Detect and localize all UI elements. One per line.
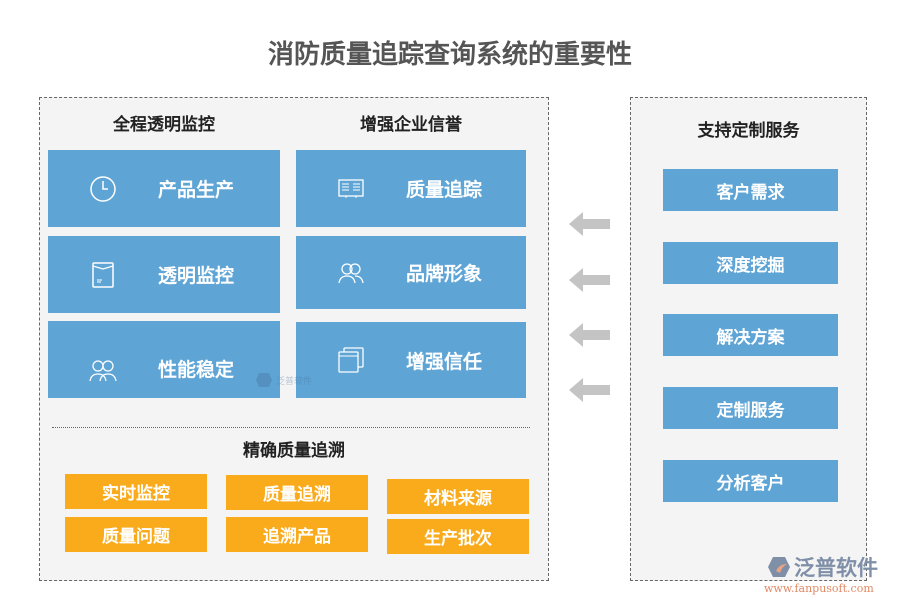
- card-label: 品牌形象: [406, 263, 483, 285]
- users-icon: [48, 358, 158, 382]
- logo-icon: [256, 373, 272, 387]
- service-custom-service: 定制服务: [663, 387, 838, 429]
- arrow-left-icon: [569, 268, 610, 292]
- logo-icon: [768, 557, 790, 577]
- card-enhance-trust: 增强信任: [296, 322, 526, 398]
- arrow-left-icon: [569, 212, 610, 236]
- card-stable-performance: 性能稳定: [48, 321, 280, 398]
- card-label: 质量追踪: [406, 179, 483, 201]
- tag-production-batch: 生产批次: [387, 519, 529, 554]
- col1-heading: 全程透明监控: [113, 115, 215, 135]
- watermark-logo: 泛普软件 www.fanpusoft.com: [764, 552, 878, 595]
- watermark-brand: 泛普软件: [794, 556, 878, 580]
- service-analyze-customers: 分析客户: [663, 460, 838, 502]
- page-title: 消防质量追踪查询系统的重要性: [267, 40, 632, 70]
- card-product-production: 产品生产: [48, 150, 280, 227]
- card-label: 性能稳定: [158, 359, 235, 381]
- clock-icon: [48, 175, 158, 203]
- card-quality-tracking: 质量追踪: [296, 150, 526, 227]
- tag-trace-product: 追溯产品: [226, 517, 368, 552]
- divider: [52, 427, 530, 428]
- tag-quality-traceability: 质量追溯: [226, 475, 368, 510]
- watermark-brand: 泛普软件: [276, 376, 313, 387]
- windows-icon: [296, 347, 406, 373]
- tag-material-source: 材料来源: [387, 479, 529, 514]
- tag-quality-issues: 质量问题: [65, 517, 207, 552]
- envelope-icon: [48, 261, 158, 288]
- card-label: 产品生产: [158, 179, 235, 201]
- card-label: 透明监控: [158, 265, 235, 287]
- col2-heading: 增强企业信誉: [360, 115, 462, 135]
- card-label: 增强信任: [406, 350, 483, 373]
- card-transparent-monitoring: 透明监控: [48, 236, 280, 313]
- right-heading: 支持定制服务: [697, 121, 800, 141]
- watermark-url: www.fanpusoft.com: [764, 582, 874, 595]
- service-deep-mining: 深度挖掘: [663, 242, 838, 284]
- card-brand-image: 品牌形象: [296, 236, 526, 309]
- bottom-heading: 精确质量追溯: [243, 441, 345, 461]
- tag-realtime-monitoring: 实时监控: [65, 474, 207, 509]
- arrow-left-icon: [569, 323, 610, 347]
- service-customer-needs: 客户需求: [663, 169, 838, 211]
- service-solution: 解决方案: [663, 314, 838, 356]
- arrow-left-icon: [569, 378, 610, 402]
- tracking-panel-icon: [296, 178, 406, 199]
- people-icon: [296, 262, 406, 284]
- watermark-center: 泛普软件: [256, 373, 312, 387]
